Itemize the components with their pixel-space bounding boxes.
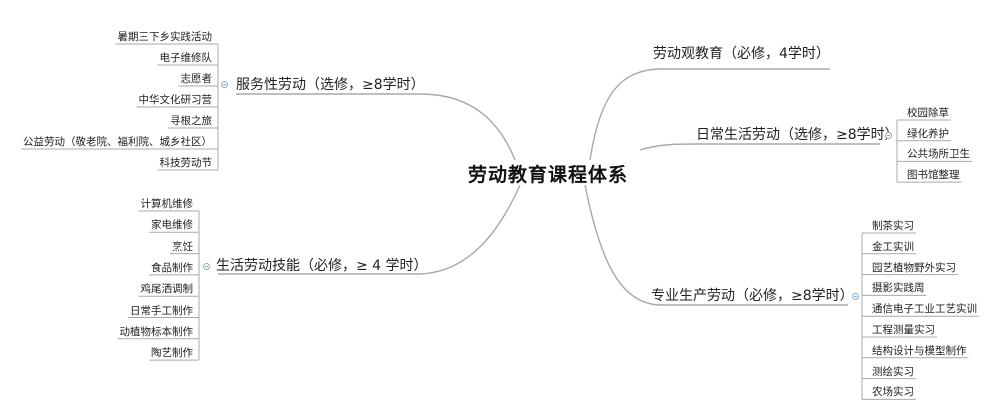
sub-topic-professional[interactable]: 金工实训 bbox=[872, 240, 914, 253]
sub-topic-daily[interactable]: 校园除草 bbox=[907, 107, 949, 119]
sub-topic-professional[interactable]: 工程测量实习 bbox=[872, 324, 935, 336]
sub-topic-life_skills[interactable]: 烹饪 bbox=[172, 240, 193, 253]
sub-topic-life_skills[interactable]: 鸡尾洒调制 bbox=[140, 283, 194, 296]
sub-topic-professional[interactable]: 园艺植物野外实习 bbox=[872, 261, 956, 274]
sub-topic-professional[interactable]: 通信电子工业工艺实训 bbox=[872, 303, 977, 316]
sub-topic-professional[interactable]: 结构设计与模型制作 bbox=[872, 344, 967, 357]
collapse-icon[interactable] bbox=[203, 263, 210, 270]
collapse-icon[interactable] bbox=[852, 293, 859, 300]
sub-topic-life_skills[interactable]: 食品制作 bbox=[151, 261, 193, 274]
branch-service-label[interactable]: 服务性劳动（选修，≥8学时） bbox=[236, 77, 425, 93]
sub-topic-life_skills[interactable]: 计算机维修 bbox=[140, 198, 194, 210]
sub-topic-life_skills[interactable]: 日常手工制作 bbox=[130, 304, 193, 317]
sub-topic-professional[interactable]: 摄影实践周 bbox=[872, 282, 925, 295]
collapse-icon[interactable] bbox=[221, 81, 228, 88]
branch-curve-daily bbox=[639, 143, 880, 151]
sub-topic-service[interactable]: 科技劳动节 bbox=[159, 157, 213, 169]
sub-topic-service[interactable]: 寻根之旅 bbox=[170, 115, 212, 127]
branch-concept-label[interactable]: 劳动观教育（必修，4学时） bbox=[653, 46, 830, 62]
branch-curve-service bbox=[236, 93, 516, 161]
branch-curve-concept bbox=[589, 68, 830, 161]
sub-topic-professional[interactable]: 测绘实习 bbox=[872, 365, 914, 378]
branch-life-skills-label[interactable]: 生活劳动技能（必修，≥ 4 学时） bbox=[216, 258, 428, 274]
sub-topic-daily[interactable]: 图书馆整理 bbox=[907, 169, 960, 182]
central-topic[interactable]: 劳动教育课程体系 bbox=[468, 164, 629, 186]
sub-topic-daily[interactable]: 公共场所卫生 bbox=[907, 148, 970, 161]
sub-topic-life_skills[interactable]: 动植物标本制作 bbox=[119, 325, 194, 338]
branch-professional-label[interactable]: 专业生产劳动（必修，≥8学时） bbox=[651, 288, 854, 304]
branch-curve-life-skills bbox=[218, 184, 521, 275]
branch-curve-professional bbox=[584, 184, 848, 306]
branch-daily-label[interactable]: 日常生活劳动（选修，≥8学时） bbox=[696, 127, 899, 143]
sub-topic-service[interactable]: 中华文化研习营 bbox=[138, 94, 213, 106]
sub-topic-service[interactable]: 志愿者 bbox=[180, 73, 213, 85]
collapse-icon[interactable] bbox=[885, 132, 892, 139]
sub-topic-service[interactable]: 公益劳动（敬老院、福利院、城乡社区） bbox=[23, 136, 212, 148]
sub-topic-service[interactable]: 暑期三下乡实践活动 bbox=[117, 31, 213, 43]
sub-topic-daily[interactable]: 绿化养护 bbox=[907, 127, 949, 140]
sub-topic-life_skills[interactable]: 陶艺制作 bbox=[151, 347, 193, 360]
sub-topic-life_skills[interactable]: 家电维修 bbox=[151, 219, 193, 232]
sub-topic-professional[interactable]: 制茶实习 bbox=[872, 220, 914, 232]
sub-topic-professional[interactable]: 农场实习 bbox=[872, 386, 914, 399]
sub-topic-service[interactable]: 电子维修队 bbox=[159, 52, 213, 64]
